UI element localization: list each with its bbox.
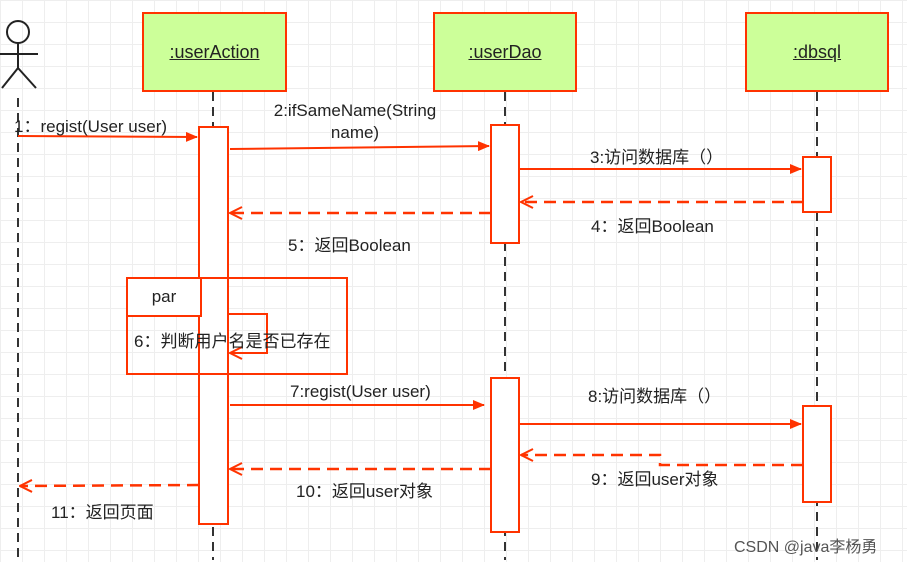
participant-user-action: :userAction [142,12,287,92]
activation-dbsql-1 [802,156,832,213]
watermark: CSDN @java李杨勇 [734,539,878,556]
activation-user-dao-1 [490,124,520,244]
participant-user-dao-label: :userDao [468,41,542,62]
activation-user-action [198,126,229,525]
message-11-return [20,485,200,486]
activation-user-dao-2 [490,377,520,533]
message-11-label: 11：返回页面 [51,503,154,522]
message-8-label: 8:访问数据库（） [588,387,722,406]
message-10-label: 10：返回user对象 [296,482,433,501]
message-7-label: 7:regist(User user) [290,382,431,401]
message-5-label: 5：返回Boolean [288,236,411,255]
par-fragment [126,277,348,375]
activation-dbsql-2 [802,405,832,503]
message-1-arrow [17,131,198,142]
message-6-label: 6：判断用户名是否已存在 [134,332,331,351]
actor-icon [0,20,38,89]
par-fragment-operator: par [126,277,202,317]
message-4-label: 4：返回Boolean [591,217,714,236]
message-2-label-line1: 2:ifSameName(String [273,101,437,120]
message-9-return [521,455,803,467]
participant-dbsql: :dbsql [745,12,889,92]
message-3-label: 3:访问数据库（） [590,148,724,167]
participant-user-action-label: :userAction [169,41,260,62]
message-2-label-line2: name) [330,123,380,142]
participant-dbsql-label: :dbsql [792,41,842,62]
message-2-arrow [229,141,490,152]
message-6-self-call [228,313,268,353]
participant-user-dao: :userDao [433,12,577,92]
message-9-label: 9：返回user对象 [591,470,719,489]
message-1-label: 1：regist(User user) [14,117,168,136]
